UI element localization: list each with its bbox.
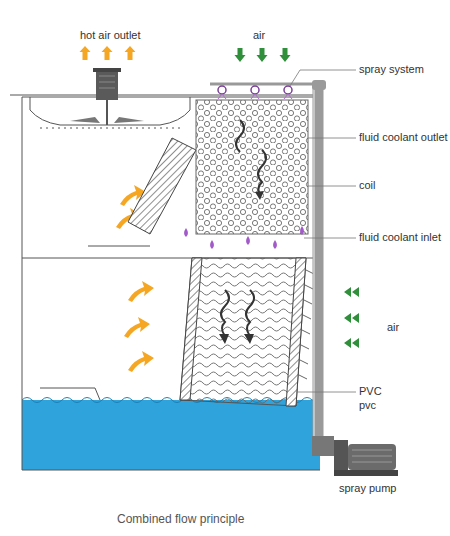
spray-pipe-and-pump-part: [312, 436, 334, 456]
fan-motor-part: [99, 82, 115, 83]
coil-part: [255, 191, 264, 200]
spray-pipe-and-pump-part: [334, 470, 398, 476]
tower-frame-part: [22, 97, 23, 470]
spray-header-part: [251, 86, 259, 94]
water-drops-part: [184, 228, 188, 237]
water-drops-part: [246, 236, 250, 245]
tower-frame-part: [30, 97, 190, 125]
tower-frame-part: [40, 388, 95, 389]
pvc-fill-part: [221, 290, 229, 336]
spray-pipe-and-pump-part: [313, 84, 324, 440]
fan-motor-part: [99, 76, 115, 77]
fan-motor-part: [70, 117, 144, 123]
air-flow-arrows-part: [344, 287, 359, 297]
part-label: fluid coolant inlet: [359, 231, 441, 244]
tower-frame-part: [22, 97, 322, 98]
spray-pipe-and-pump-part: [352, 450, 392, 451]
drift-eliminator: [128, 138, 196, 234]
part-label: spray pump: [339, 482, 396, 495]
leader-lines-part: [296, 392, 356, 393]
figure-caption: Combined flow principle: [117, 512, 244, 526]
air-flow-arrows-part: [124, 317, 150, 338]
pvc-fill-part: [219, 334, 254, 344]
water-drops-part: [273, 240, 277, 249]
coil-part: [258, 150, 266, 194]
tower-frame-part: [95, 388, 100, 400]
part-label: coil: [359, 179, 376, 192]
coil: [196, 100, 308, 234]
air-flow-arrows-part: [125, 46, 136, 60]
air-flow-arrows-part: [102, 46, 113, 60]
part-label: fluid coolant outlet: [359, 131, 448, 144]
part-label: PVC: [359, 385, 382, 398]
coil-part: [196, 100, 308, 234]
tower-frame-part: [88, 246, 150, 247]
part-label: air: [253, 29, 265, 42]
spray-pipe-and-pump-part: [334, 440, 348, 470]
water-basin: [22, 398, 320, 471]
part-label: spray system: [359, 63, 424, 76]
leader-lines-part: [304, 238, 356, 239]
pvc-fill-part: [246, 290, 254, 336]
pvc-fill-part: [180, 258, 202, 400]
fan-motor: [70, 68, 144, 125]
leader-lines-part: [308, 138, 356, 139]
tower-frame-part: [10, 95, 322, 96]
pvc-fill-part: [286, 258, 306, 406]
tower-frame-part: [40, 128, 180, 129]
fan-motor-part: [99, 88, 115, 89]
pvc-fill-part: [299, 270, 314, 379]
leader-lines-part: [308, 186, 356, 187]
water-drops: [184, 226, 304, 249]
air-flow-arrows-part: [235, 48, 246, 62]
air-flow-arrows-part: [344, 338, 359, 348]
air-flow-arrows-part: [257, 48, 268, 62]
fan-motor-part: [106, 100, 108, 125]
drift-eliminator-part: [128, 138, 196, 234]
pvc-fill: [180, 258, 314, 406]
water-basin-part: [22, 400, 320, 470]
air-flow-arrows-part: [128, 351, 154, 372]
water-drops-part: [210, 240, 214, 249]
spray-header-part: [284, 86, 292, 94]
spray-header-part: [218, 86, 226, 94]
tower-frame-part: [22, 470, 320, 471]
spray-header: [210, 84, 318, 99]
spray-pipe-and-pump-part: [352, 456, 392, 457]
part-label: pvc: [359, 399, 376, 412]
water-drops-part: [300, 226, 304, 235]
spray-header-part: [210, 83, 318, 86]
air-flow-arrows-part: [128, 281, 154, 302]
fan-motor-part: [93, 68, 121, 72]
fan-motor-part: [96, 70, 118, 100]
leader-lines: [290, 70, 356, 392]
part-label: hot air outlet: [80, 29, 141, 42]
air-flow-arrows-part: [344, 313, 359, 323]
coil-part: [236, 120, 244, 152]
spray-pipe-and-pump-part: [313, 84, 315, 440]
spray-pipe-and-pump-part: [348, 444, 396, 470]
tower-frame: [10, 95, 322, 470]
spray-header-part: [218, 94, 292, 99]
part-label: air: [387, 321, 399, 334]
air-flow-arrows-part: [80, 46, 91, 60]
leader-lines-part: [290, 70, 356, 86]
pvc-fill-part: [180, 258, 306, 406]
air-flow-arrows-part: [280, 48, 291, 62]
spray-pipe-and-pump-part: [312, 80, 326, 90]
spray-pipe-and-pump-part: [352, 462, 392, 463]
